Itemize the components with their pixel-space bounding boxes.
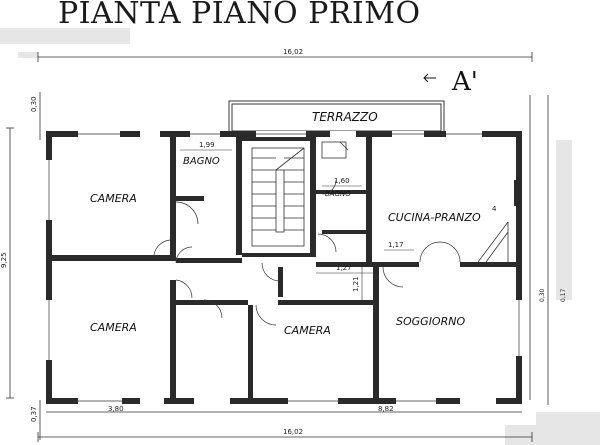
room-label-cucina: CUCINA-PRANZO <box>388 211 481 224</box>
room-label-bagno-small: BAGNO <box>325 190 351 198</box>
room-label-camera-3: CAMERA <box>284 324 331 337</box>
dim-right-b: 0,17 <box>560 288 567 302</box>
dim-bottom-total: 16,02 <box>283 428 303 436</box>
room-label-camera-2: CAMERA <box>90 321 137 334</box>
dim-bagno-small-width: 1,60 <box>334 177 350 185</box>
room-label-camera-1: CAMERA <box>90 192 137 205</box>
left-dimension-line <box>6 92 41 440</box>
right-dimension-lines <box>529 95 549 405</box>
door-swings <box>153 179 461 326</box>
dim-bottom-right: 8,82 <box>378 405 394 413</box>
dim-bagno-width: 1,99 <box>199 141 215 149</box>
dim-left-bottom-offset: 0,37 <box>30 406 38 422</box>
top-dimension-line <box>37 52 533 62</box>
room-label-terrazzo: TERRAZZO <box>312 110 378 124</box>
kitchen-counter <box>477 221 509 263</box>
dim-corridor-height: 1,21 <box>352 276 360 292</box>
section-marker: A' <box>451 67 478 97</box>
dim-left-height: 9,25 <box>0 252 8 268</box>
room-label-bagno: BAGNO <box>183 156 220 167</box>
window-glazing <box>48 133 520 402</box>
scan-artifacts <box>0 28 600 445</box>
dim-corridor-width: 1,27 <box>336 264 352 272</box>
interior-dimension-lines <box>180 149 414 300</box>
bathroom-fixtures <box>321 141 349 159</box>
dim-bottom-left: 3,80 <box>108 405 124 413</box>
room-label-soggiorno: SOGGIORNO <box>396 315 465 328</box>
section-arrow-icon <box>423 73 436 83</box>
staircase <box>251 147 305 247</box>
dim-right-a: 0,30 <box>539 288 546 302</box>
dim-small-mark: 4 <box>492 205 497 213</box>
plan-title: PIANTA PIANO PRIMO <box>58 0 421 31</box>
dim-left-top-offset: 0,30 <box>30 96 38 112</box>
dim-top-total: 16,02 <box>283 48 303 56</box>
dim-kitchen-opening: 1,17 <box>388 241 404 249</box>
walls <box>46 131 522 404</box>
bottom-dimension-lines <box>37 411 533 442</box>
